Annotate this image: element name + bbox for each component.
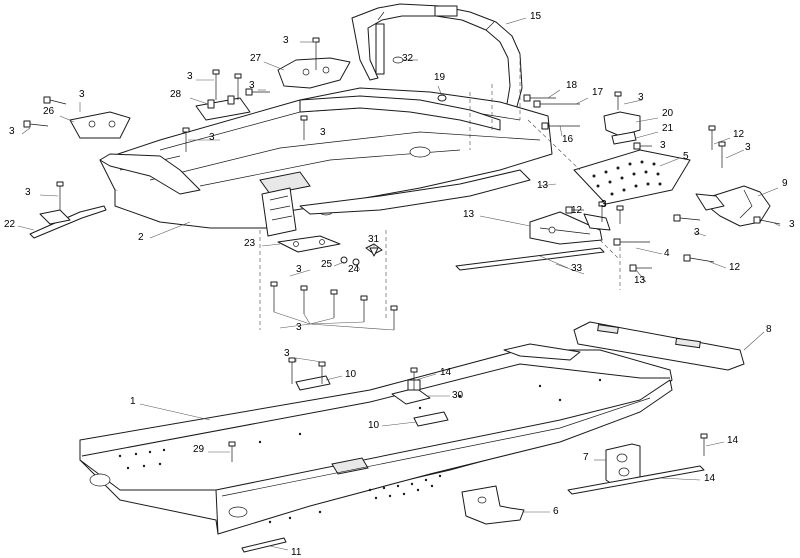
callout-14: 14 [727,435,739,446]
callout-6: 6 [553,506,559,517]
callout-25: 25 [321,259,333,270]
callout-27: 27 [250,53,262,64]
callout-3: 3 [79,89,85,100]
callout-21: 21 [662,123,674,134]
part-22-plate [29,205,107,239]
callout-13: 13 [463,209,475,220]
callout-10: 10 [368,420,380,431]
callout-3: 3 [296,264,302,275]
callout-31: 31 [368,234,380,245]
callout-24: 24 [348,264,360,275]
callout-12: 12 [733,129,745,140]
callout-3: 3 [296,322,302,333]
callout-15: 15 [530,11,542,22]
callout-14: 14 [440,367,452,378]
part-steering-support-loop [351,3,523,111]
callout-1: 1 [130,396,136,407]
callout-3: 3 [9,126,15,137]
callout-3: 3 [638,92,644,103]
callout-3: 3 [601,199,607,210]
callout-5: 5 [683,151,689,162]
part-9-bracket [695,185,771,227]
callout-33: 33 [571,263,583,274]
callout-28: 28 [170,89,182,100]
callout-12: 12 [571,205,583,216]
callout-22: 22 [4,219,16,230]
part-1-tunnel [79,343,673,535]
callout-12: 12 [729,262,741,273]
callout-30: 30 [452,390,464,401]
callout-11: 11 [291,547,302,558]
callout-16: 16 [562,134,574,145]
part-main-frame [99,87,553,237]
callout-3: 3 [745,142,751,153]
callout-13: 13 [537,180,549,191]
callout-9: 9 [782,178,788,189]
callout-4: 4 [664,248,670,259]
callout-3: 3 [694,227,700,238]
callout-14: 14 [704,473,716,484]
callout-2: 2 [138,232,144,243]
fasteners [23,37,781,462]
callout-10: 10 [345,369,357,380]
callout-18: 18 [566,80,578,91]
leader-lines [17,17,781,551]
callout-3: 3 [660,140,666,151]
part-column-bracket [277,57,351,89]
callout-3: 3 [283,35,289,46]
callout-8: 8 [766,324,772,335]
callout-3: 3 [284,348,290,359]
callout-26: 26 [43,106,55,117]
callout-3: 3 [320,127,326,138]
callout-20: 20 [662,108,674,119]
callout-7: 7 [583,452,589,463]
callout-32: 32 [402,53,414,64]
callout-19: 19 [434,72,446,83]
part-26-bracket [69,111,131,139]
callout-23: 23 [244,238,256,249]
callout-13: 13 [634,275,646,286]
callout-3: 3 [209,132,215,143]
callout-3: 3 [789,219,795,230]
part-6-bracket [461,485,525,525]
part-7-bracket [567,443,705,495]
part-28-mount [195,95,251,121]
part-33-rod [455,211,611,271]
part-20-21-bracket [603,111,641,145]
part-5-cooler-bracket [573,149,691,205]
callout-3: 3 [249,80,255,91]
callout-29: 29 [193,444,205,455]
callout-17: 17 [592,87,604,98]
callout-3: 3 [187,71,193,82]
part-8-plate [573,321,745,371]
callout-3: 3 [25,187,31,198]
part-11-rod [241,537,287,553]
